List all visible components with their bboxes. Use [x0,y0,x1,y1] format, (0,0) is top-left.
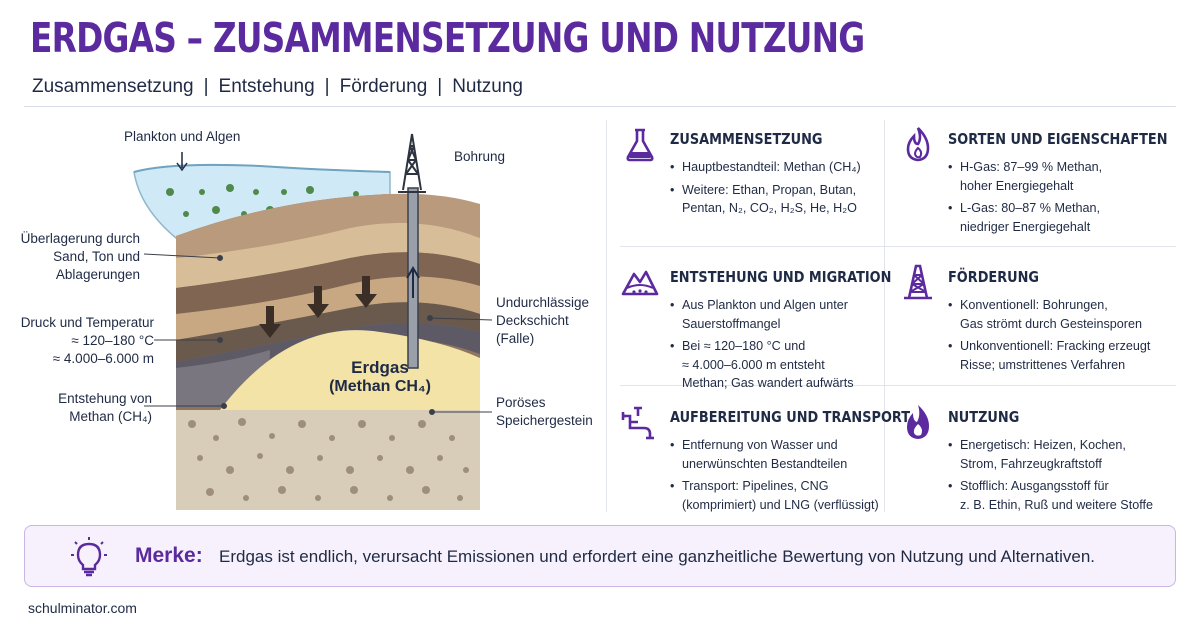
pipe-valve-icon [621,406,654,440]
merke-box: Merke: Erdgas ist endlich, verursacht Em… [24,525,1176,587]
label-ueberlagerung: Überlagerung durch Sand, Ton und Ablager… [20,231,140,282]
label-druck: Druck und Temperatur ≈ 120–180 °C ≈ 4.00… [20,315,154,366]
list-item: H-Gas: 87–99 % Methan,hoher Energiegehal… [948,158,1170,195]
card-list: Hauptbestandteil: Methan (CH₄) Weitere: … [670,158,892,222]
pressure-arrows [259,276,377,338]
merke-text: Erdgas ist endlich, verursacht Emissione… [219,547,1096,566]
nav-item-nutzung[interactable]: Nutzung [452,76,523,97]
porous-rock [176,410,480,510]
label-entstehung: Entstehung von Methan (CH₄) [58,391,152,424]
nav-item-zusammensetzung[interactable]: Zusammensetzung [32,76,194,97]
card-title: ENTSTEHUNG UND MIGRATION [670,268,892,286]
nav-separator: | [437,76,443,97]
list-item: Konventionell: Bohrungen,Gas strömt durc… [948,296,1170,333]
layer-dark [176,302,480,362]
flame-icon [907,405,929,439]
label-gas: Erdgas (Methan CH₄) [329,358,431,395]
flame-outline-icon [906,127,930,162]
card-title: ZUSAMMENSETZUNG [670,130,823,148]
list-item: Aus Plankton und Algen unterSauerstoffma… [670,296,892,333]
header-divider [24,106,1176,107]
nav-item-entstehung[interactable]: Entstehung [218,76,315,97]
cross-section-illustration [133,133,493,510]
card-list: Energetisch: Heizen, Kochen,Strom, Fahrz… [948,436,1170,518]
card-title: AUFBEREITUNG UND TRANSPORT [670,408,911,426]
nav-item-foerderung[interactable]: Förderung [339,76,428,97]
layer-silt [176,276,480,340]
label-speicher: Poröses Speichergestein [496,395,593,428]
list-item: Transport: Pipelines, CNG(komprimiert) u… [670,477,892,514]
merke-label: Merke: [135,544,203,567]
page-title: ERDGAS – ZUSAMMENSETZUNG UND NUTZUNG [30,14,865,62]
plankton-arrow [176,152,188,172]
layer-top [176,193,480,258]
label-deckschicht: Undurchlässige Deckschicht (Falle) [496,295,590,346]
nav-separator: | [324,76,330,97]
footer-source[interactable]: schulminator.com [28,600,137,616]
layer-sand [176,222,480,288]
row-divider [620,385,1176,386]
label-plankton: Plankton und Algen [124,129,241,144]
label-bohrung: Bohrung [454,149,506,164]
card-title: FÖRDERUNG [948,268,1040,286]
lightbulb-icon [71,537,107,577]
mountain-layers-icon [621,270,659,296]
nav-separator: | [203,76,209,97]
water-surface [133,163,391,173]
list-item: L-Gas: 80–87 % Methan,niedriger Energieg… [948,199,1170,236]
card-list: H-Gas: 87–99 % Methan,hoher Energiegehal… [948,158,1170,240]
list-item: Energetisch: Heizen, Kochen,Strom, Fahrz… [948,436,1170,473]
gas-formation-diagram: Plankton und Algen Bohrung Überlagerung … [20,118,600,518]
flask-icon [626,128,654,162]
list-item: Hauptbestandteil: Methan (CH₄) [670,158,892,177]
topic-nav: Zusammensetzung | Entstehung | Förderung… [32,76,523,98]
row-divider [620,246,1176,247]
derrick-icon [904,264,932,300]
card-list: Konventionell: Bohrungen,Gas strömt durc… [948,296,1170,378]
layer-clay [176,252,480,314]
list-item: Weitere: Ethan, Propan, Butan,Pentan, N₂… [670,181,892,218]
list-item: Bei ≈ 120–180 °C und≈ 4.000–6.000 m ents… [670,337,892,393]
rock-pores [188,418,469,501]
card-list: Aus Plankton und Algen unterSauerstoffma… [670,296,892,397]
gas-rise-arrow [406,266,420,298]
leader-lines [143,253,493,415]
derrick-tower [398,133,426,193]
card-title: SORTEN UND EIGENSCHAFTEN [948,130,1168,148]
column-divider [606,120,607,512]
list-item: Unkonventionell: Fracking erzeugtRisse; … [948,337,1170,374]
card-title: NUTZUNG [948,408,1020,426]
